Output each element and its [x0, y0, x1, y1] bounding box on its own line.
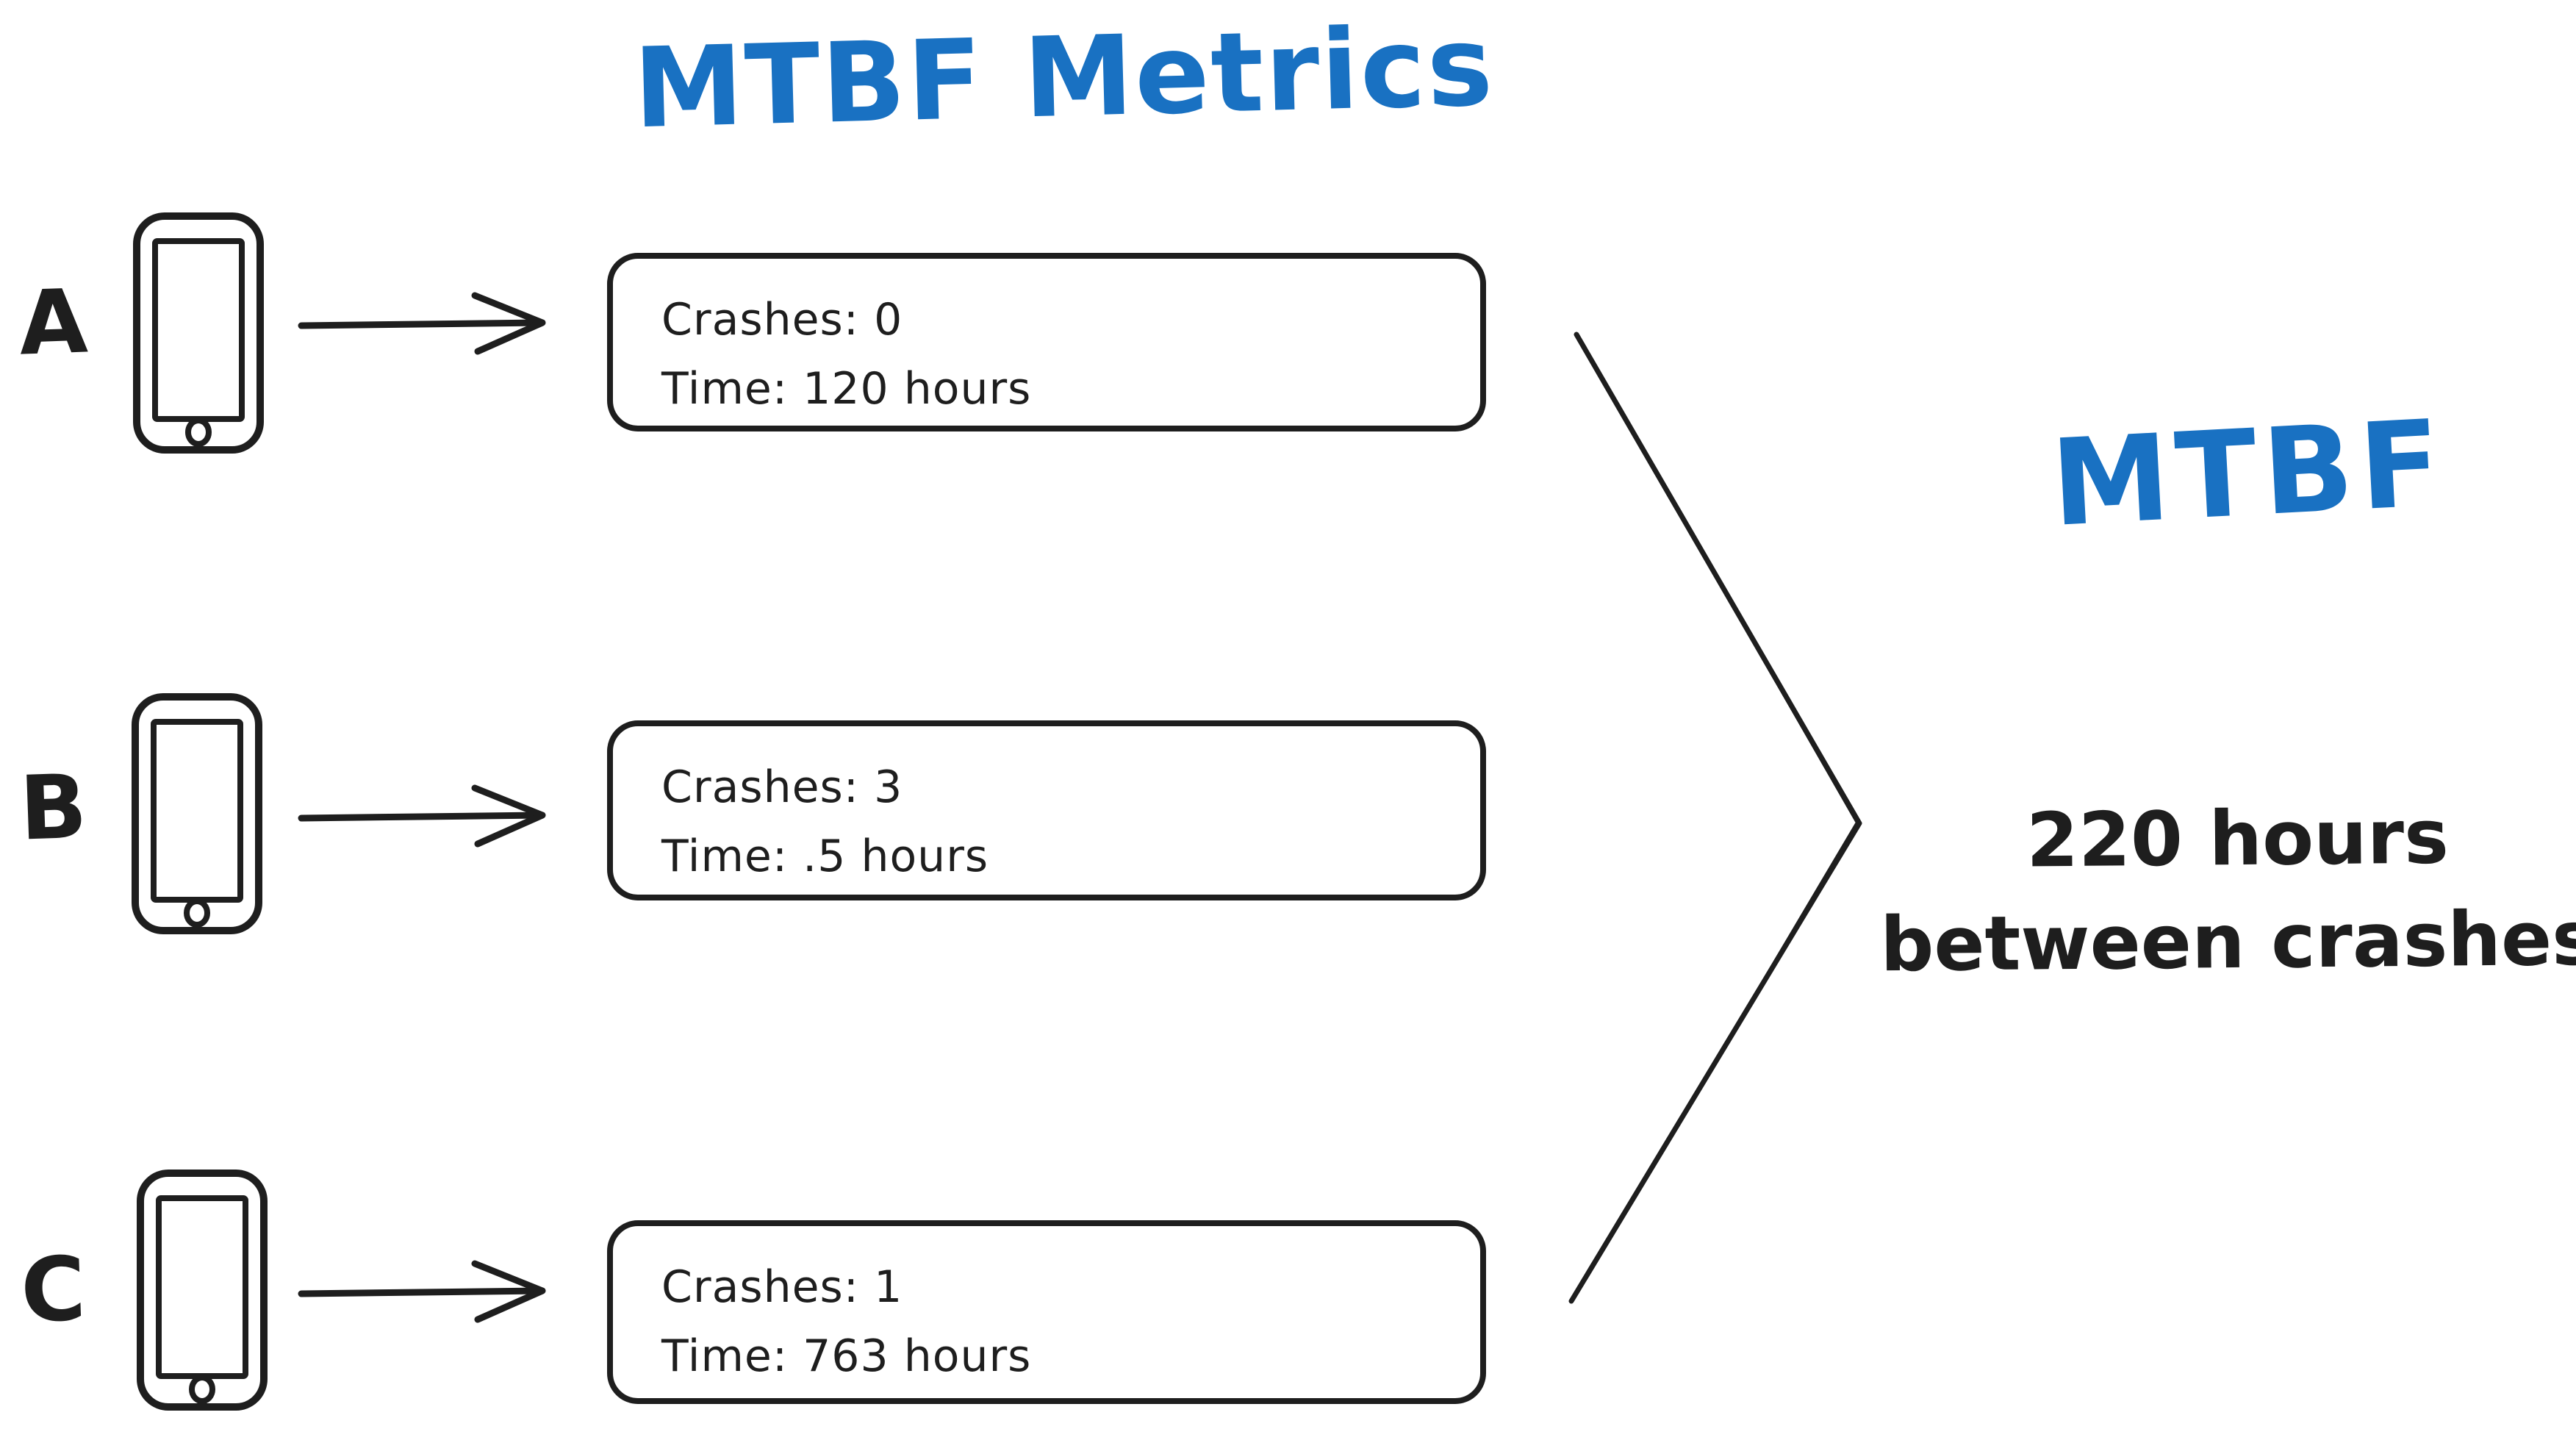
metrics-box-c: Crashes: 1 Time: 763 hours: [607, 1220, 1486, 1404]
arrow-right-icon: [298, 784, 546, 848]
mtbf-result-line2: between crashes: [1879, 895, 2576, 989]
chevron-converge-icon: [1568, 332, 1862, 1304]
mtbf-result-line1: 220 hours: [2026, 793, 2450, 885]
page-title: MTBF Metrics: [631, 2, 1496, 154]
metrics-box-a: Crashes: 0 Time: 120 hours: [607, 253, 1486, 431]
crashes-text-a: Crashes: 0: [661, 294, 903, 345]
mtbf-heading: MTBF: [2048, 395, 2450, 554]
crashes-text-b: Crashes: 3: [661, 762, 903, 813]
mtbf-result-text: 220 hours between crashes: [1859, 785, 2576, 998]
arrow-right-icon: [298, 1260, 546, 1323]
smartphone-icon: [137, 1170, 268, 1411]
smartphone-icon: [132, 693, 262, 934]
time-text-b: Time: .5 hours: [661, 831, 989, 882]
metrics-box-b: Crashes: 3 Time: .5 hours: [607, 720, 1486, 900]
time-text-a: Time: 120 hours: [661, 363, 1032, 415]
smartphone-icon: [133, 212, 264, 454]
device-label-b: B: [18, 756, 89, 861]
arrow-right-icon: [298, 292, 546, 355]
device-label-a: A: [17, 271, 90, 376]
device-label-c: C: [19, 1238, 87, 1343]
crashes-text-c: Crashes: 1: [661, 1261, 903, 1313]
time-text-c: Time: 763 hours: [661, 1330, 1032, 1382]
